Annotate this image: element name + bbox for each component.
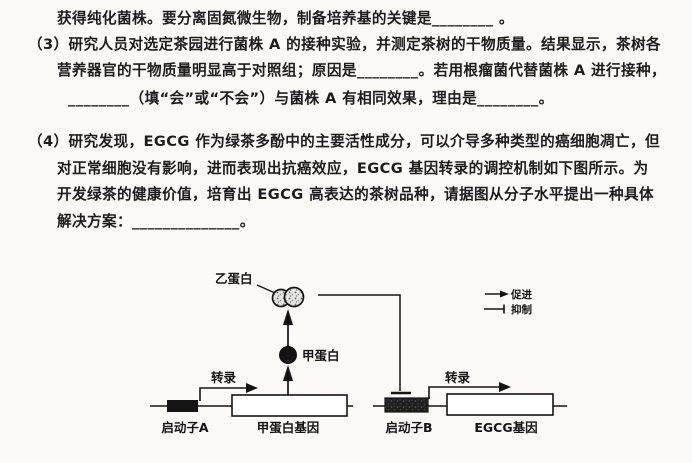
question-text-line: 开发绿茶的健康价值，培育出 EGCG 高表达的茶树品种，请据图从分子水平提出一种… <box>57 186 654 203</box>
protein-b-dimer <box>271 286 305 308</box>
question-text-line: 解决方案：______________。 <box>57 213 255 230</box>
egcg-gene-label: EGCG基因 <box>474 420 537 435</box>
transcription-label-left: 转录 <box>211 370 237 385</box>
egcg-gene-rect <box>446 393 554 416</box>
question-3-line: （3）研究人员对选定茶园进行菌株 A 的接种实验，并测定茶树的干物质量。结果显示… <box>28 36 661 53</box>
legend-promote-arrow <box>485 290 509 298</box>
protein-b-leader-line <box>256 284 276 294</box>
inhibition-connector <box>318 294 411 395</box>
legend-inhibit-label: 抑制 <box>511 303 532 316</box>
gene-a-to-protein-a-arrow <box>283 365 293 395</box>
legend-promote-label: 促进 <box>510 288 532 301</box>
gene-regulation-diagram: 乙蛋白 甲蛋白 转录 <box>150 271 567 435</box>
protein-b-label: 乙蛋白 <box>215 271 253 286</box>
question-4-line: （4）研究发现，EGCG 作为绿茶多酚中的主要活性成分，可以介导多种类型的癌细胞… <box>28 133 661 150</box>
question-text-line: 对正常细胞没有影响，进而表现出抗癌效应，EGCG 基因转录的调控机制如下图所示。… <box>57 160 649 177</box>
transcription-arrow-left <box>199 383 258 401</box>
question-text-block: 获得纯化菌株。要分离固氮微生物，制备培养基的关键是________ 。 （3）研… <box>28 10 667 230</box>
protein-a-to-dimer-arrow <box>283 309 293 347</box>
gene-a-rect <box>231 394 348 417</box>
transcription-label-right: 转录 <box>445 370 471 385</box>
question-text-line: ________（填“会”或“不会”）与菌株 A 有相同效果，理由是______… <box>68 90 554 107</box>
gene-a-label: 甲蛋白基因 <box>257 420 320 435</box>
question-text-line: 营养器官的干物质量明显高于对照组；原因是________。若用根瘤菌代替菌株 A… <box>57 62 667 79</box>
protein-a-circle <box>279 346 297 364</box>
promoter-b-rect <box>384 397 429 413</box>
protein-a-label: 甲蛋白 <box>302 348 340 363</box>
promoter-a-label: 启动子A <box>161 420 209 435</box>
question-text-line: 获得纯化菌株。要分离固氮微生物，制备培养基的关键是________ 。 <box>57 10 514 27</box>
legend-inhibit-symbol <box>484 304 505 314</box>
transcription-arrow-right <box>428 382 511 399</box>
promoter-b-label: 启动子B <box>385 420 432 435</box>
promoter-a-rect <box>167 400 198 412</box>
